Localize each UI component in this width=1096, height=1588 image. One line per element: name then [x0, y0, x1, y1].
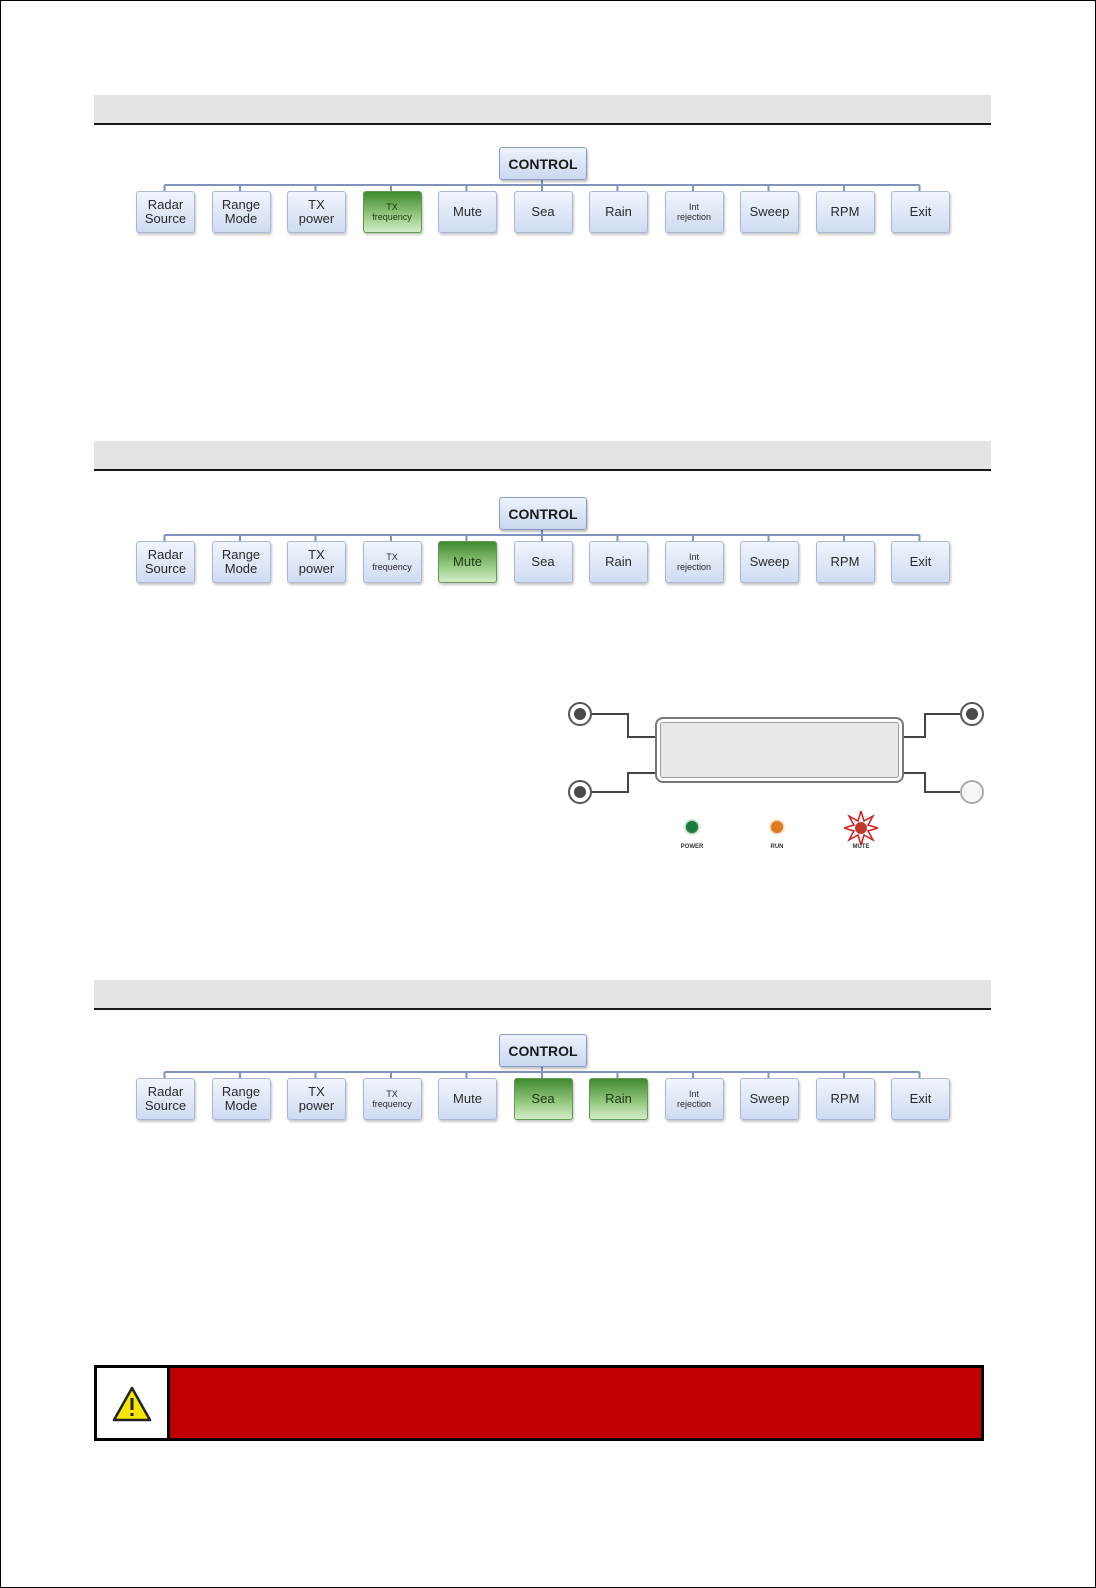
power-led	[686, 821, 698, 833]
control-root-box: CONTROL	[499, 147, 587, 180]
menu-item-sweep[interactable]: Sweep	[740, 191, 799, 233]
menu-item-rain[interactable]: Rain	[589, 541, 648, 583]
knob-bottom-left[interactable]	[568, 780, 592, 804]
menu-item-mute[interactable]: Mute	[438, 541, 497, 583]
menu-item-tx-frequency[interactable]: TX frequency	[362, 1078, 422, 1120]
mute-led-label: MUTE	[852, 844, 870, 850]
warning-triangle-icon	[112, 1386, 152, 1422]
menu-item-rpm[interactable]: RPM	[815, 1078, 875, 1120]
menu-tree-connectors	[163, 528, 921, 541]
menu-item-exit[interactable]: Exit	[891, 1078, 950, 1120]
knob-bottom-right[interactable]	[960, 780, 984, 804]
menu-item-range-mode[interactable]: Range Mode	[211, 541, 271, 583]
control-menu-diagram: CONTROL Radar Source Range Mode TX power TX …	[130, 1032, 960, 1137]
menu-item-radar-source[interactable]: Radar Source	[136, 1078, 195, 1120]
section-header-bar	[94, 441, 991, 471]
menu-item-int-rejection[interactable]: Int rejection	[664, 1078, 724, 1120]
menu-item-tx-frequency[interactable]: TX frequency	[362, 541, 422, 583]
menu-item-range-mode[interactable]: Range Mode	[211, 1078, 271, 1120]
panel-connector-lines	[592, 713, 960, 793]
control-root-box: CONTROL	[499, 1034, 587, 1067]
menu-item-radar-source[interactable]: Radar Source	[136, 541, 195, 583]
menu-item-sweep[interactable]: Sweep	[740, 1078, 799, 1120]
menu-item-tx-frequency[interactable]: TX frequency	[362, 191, 422, 233]
control-root-box: CONTROL	[499, 497, 587, 530]
menu-item-int-rejection[interactable]: Int rejection	[664, 541, 724, 583]
menu-item-rain[interactable]: Rain	[589, 1078, 648, 1120]
menu-item-tx-power[interactable]: TX power	[287, 191, 346, 233]
menu-item-mute[interactable]: Mute	[438, 191, 497, 233]
menu-item-sea[interactable]: Sea	[513, 191, 573, 233]
warning-box	[94, 1365, 984, 1441]
warning-icon-cell	[97, 1368, 170, 1438]
control-menu-diagram: CONTROL Radar Source Range Mode TX power TX …	[130, 495, 960, 600]
menu-item-rain[interactable]: Rain	[589, 191, 648, 233]
menu-item-int-rejection[interactable]: Int rejection	[664, 191, 724, 233]
menu-item-radar-source[interactable]: Radar Source	[136, 191, 195, 233]
menu-item-sea[interactable]: Sea	[513, 1078, 573, 1120]
menu-tree-connectors	[163, 178, 921, 191]
menu-item-mute[interactable]: Mute	[438, 1078, 497, 1120]
menu-item-rpm[interactable]: RPM	[815, 541, 875, 583]
menu-tree-connectors	[163, 1065, 921, 1078]
menu-item-exit[interactable]: Exit	[891, 541, 950, 583]
run-led-label: RUN	[770, 844, 784, 850]
menu-item-tx-power[interactable]: TX power	[287, 541, 346, 583]
menu-item-sweep[interactable]: Sweep	[740, 541, 799, 583]
power-led-label: POWER	[680, 844, 704, 850]
menu-item-range-mode[interactable]: Range Mode	[211, 191, 271, 233]
lcd-display	[655, 717, 904, 783]
section-header-bar	[94, 980, 991, 1010]
run-led	[771, 821, 783, 833]
menu-item-sea[interactable]: Sea	[513, 541, 573, 583]
mute-led-flash-icon	[844, 811, 878, 845]
knob-top-right[interactable]	[960, 702, 984, 726]
menu-item-rpm[interactable]: RPM	[815, 191, 875, 233]
menu-item-tx-power[interactable]: TX power	[287, 1078, 346, 1120]
front-panel-illustration: POWER RUN MUTE	[560, 695, 990, 865]
knob-top-left[interactable]	[568, 702, 592, 726]
section-header-bar	[94, 95, 991, 125]
control-menu-diagram: CONTROL Radar Source Range Mode TX power TX …	[130, 145, 960, 250]
menu-item-exit[interactable]: Exit	[891, 191, 950, 233]
